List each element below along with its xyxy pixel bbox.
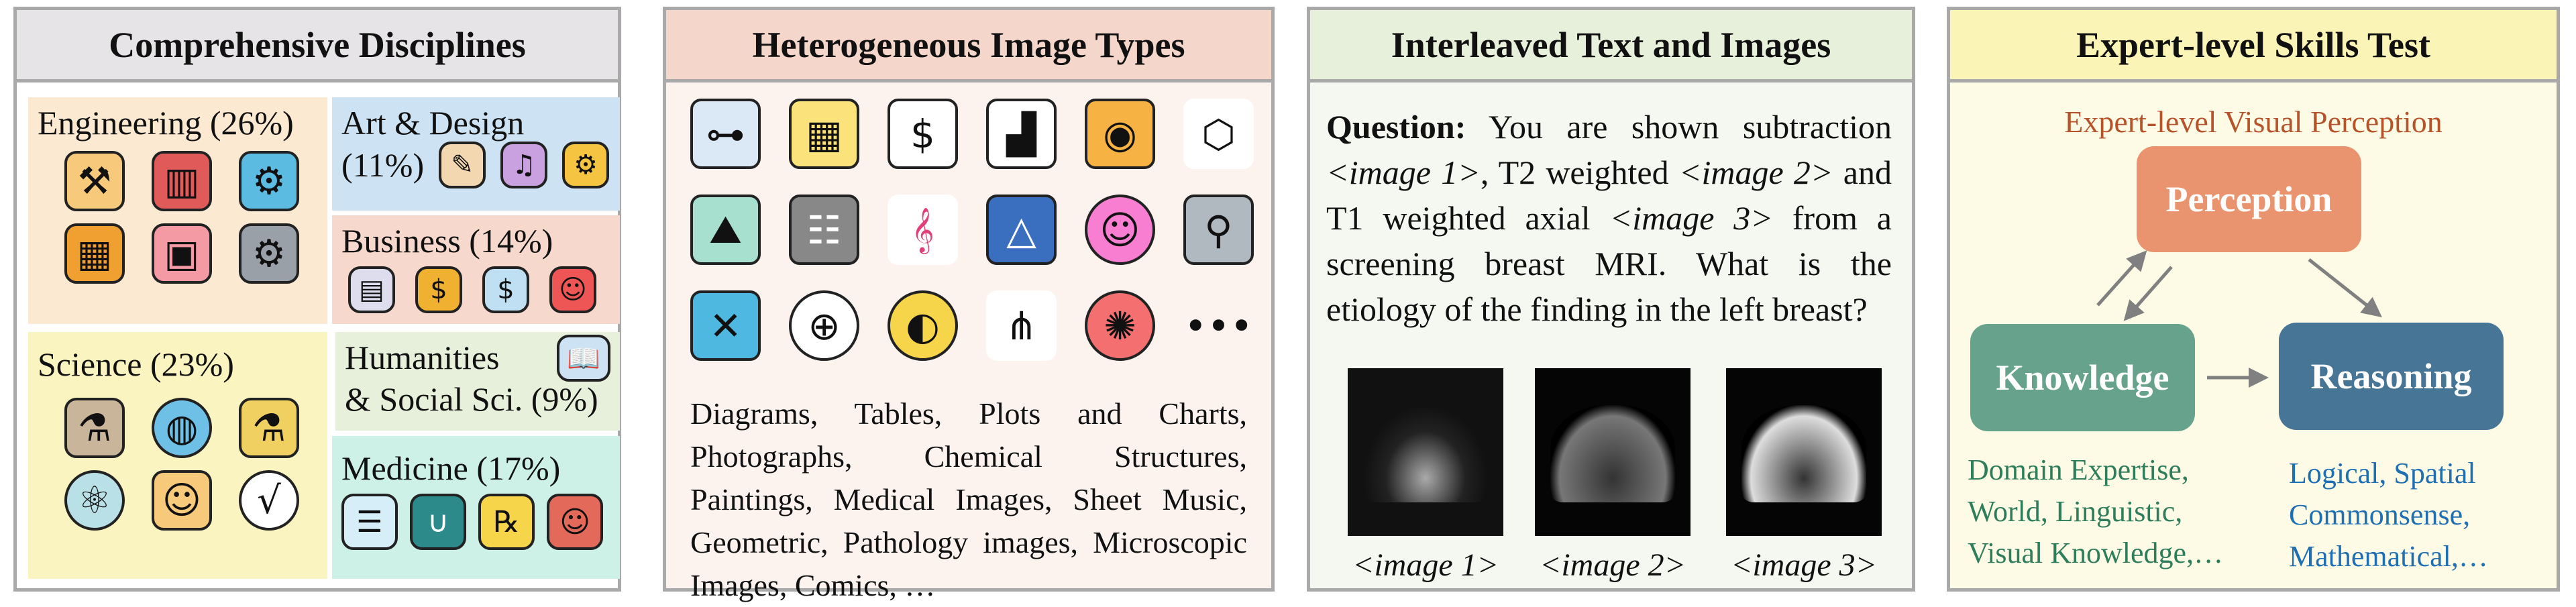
desc-line: Visual Knowledge,… [1968,537,2224,569]
network-globe-icon: ⊕ [789,290,859,361]
image-types-panel: Heterogeneous Image Types ⊶ ▦ $ ▟ ◉ ⬡ ⛰ … [663,7,1275,602]
image-caption: <image 2> [1539,547,1686,583]
farmer-icon: ⚒ [64,151,125,211]
factory-icon: ▥ [152,151,212,211]
sheet-music-icon: 𝄞 [888,195,958,265]
interleaved-panel: Interleaved Text and Images Question: Yo… [1307,7,1915,592]
computer-gear-icon: ⚙ [239,151,299,211]
skill-arrows [2096,250,2382,388]
music-notes-icon: ♫ [500,142,548,188]
perception-box: Perception [2137,146,2361,252]
knowledge-box: Knowledge [1970,324,2195,431]
region-label: Medicine (17%) [341,449,561,487]
region-art-design: Art & Design (11%) ✎ ♫ ⚙ [332,97,620,211]
map-icon: ✕ [690,290,761,361]
city-engineer-icon: ▦ [64,223,125,284]
ribcage-icon: ☰ [341,494,398,550]
region-engineering: Engineering (26%) ⚒ ▥ ⚙ ▦ ▣ ⚙ [28,97,327,324]
region-label: Business (14%) [341,222,553,260]
question-label: Question: [1326,108,1466,146]
region-label: Humanities [345,339,500,376]
reasoning-description: Logical, Spatial Commonsense, Mathematic… [2289,453,2488,577]
chip-icon: ▣ [152,223,212,284]
desc-line: Logical, Spatial [2289,457,2476,490]
molecule-icon: ✺ [1085,290,1155,361]
xray-icon: ☷ [789,195,859,265]
image-types-description: Diagrams, Tables, Plots and Charts, Phot… [690,396,1247,602]
image-ref: <image 1> [1326,154,1481,191]
skills-panel: Expert-level Skills Test Expert-level Vi… [1947,7,2560,592]
open-book-icon: 📖 [557,335,610,382]
camera-icon: ◉ [1085,99,1155,169]
panel-title: Expert-level Skills Test [1950,10,2557,82]
panel-title: Comprehensive Disciplines [17,10,618,82]
atom-icon: ⚛ [64,470,125,531]
region-medicine: Medicine (17%) ☰ ∪ ℞ ☺ [332,436,620,579]
tree-diagram-icon: ⋔ [986,290,1057,361]
image-caption: <image 1> [1352,547,1499,583]
question-segment: and T1 weighted axial [1326,154,1892,237]
venn-diagram-icon: ◐ [888,290,958,361]
mri-image-3 [1726,368,1882,536]
image-caption: <image 3> [1730,547,1878,583]
arrow-knowledge-to-perception [2096,250,2147,307]
geometry-icon: △ [986,195,1057,265]
globe-search-icon: ◍ [152,398,212,458]
desc-line: Mathematical,… [2289,540,2488,573]
flowchart-icon: ⊶ [690,99,761,169]
gear-pencil-icon: ⚙ [562,142,610,188]
desc-line: Commonsense, [2289,498,2471,531]
mri-image-1 [1348,368,1503,536]
microscope-plant-icon: ⚗ [64,398,125,458]
region-label: Engineering (26%) [38,104,294,142]
arrow-perception-to-knowledge [2123,266,2173,321]
money-chart-icon: $ [415,266,462,313]
desc-line: Domain Expertise, [1968,453,2189,486]
mri-image-2 [1535,368,1690,536]
question-text: Question: You are shown subtraction <ima… [1326,104,1892,332]
question-segment: from a screening breast MRI. What is the… [1326,199,1892,328]
microbe-icon: ☺ [1085,195,1155,265]
arrow-perception-to-reasoning [2308,258,2382,318]
skills-subtitle: Expert-level Visual Perception [2064,105,2443,139]
patients-group-icon: ☺ [547,494,603,550]
region-label: & Social Sci. (9%) [345,380,598,418]
region-science: Science (23%) ⚗ ◍ ⚗ ⚛ ☺ √ [28,332,327,579]
medicine-jar-icon: ℞ [478,494,535,550]
table-icon: ▦ [789,99,859,169]
finance-network-icon: ☺ [549,266,596,313]
region-percent: (11%) [341,146,425,184]
emotions-head-icon: ☺ [152,470,212,531]
flasks-icon: ⚗ [239,398,299,458]
desc-line: World, Linguistic, [1968,495,2183,528]
region-label: Art & Design [341,104,525,142]
region-humanities: Humanities & Social Sci. (9%) 📖 [335,332,620,431]
stethoscope-icon: ∪ [410,494,466,550]
math-board-icon: √ [239,470,299,531]
image-type-icon-grid: ⊶ ▦ $ ▟ ◉ ⬡ ⛰ ☷ 𝄞 △ ☺ ⚲ ✕ ⊕ ◐ ⋔ ✺ ••• [690,99,1254,361]
palette-icon: ✎ [439,142,486,188]
region-business: Business (14%) ▤ $ $ ☺ [332,215,620,324]
image-ref: <image 2> [1678,154,1833,191]
money-bag-icon: $ [482,266,529,313]
region-label: Science (23%) [38,345,234,383]
disciplines-panel: Comprehensive Disciplines Engineering (2… [13,7,621,592]
calculator-report-icon: ▤ [348,266,395,313]
question-segment: , T2 weighted [1480,154,1679,191]
question-segment: You are shown subtraction [1466,108,1892,146]
image-ref: <image 3> [1609,199,1773,237]
gears-icon: ⚙ [239,223,299,284]
painting-easel-icon: ⛰ [690,195,761,265]
panel-title: Heterogeneous Image Types [666,10,1271,82]
report-chart-icon: $ [888,99,958,169]
chemical-structure-icon: ⬡ [1183,99,1254,169]
knowledge-description: Domain Expertise, World, Linguistic, Vis… [1968,449,2223,574]
microscope-icon: ⚲ [1183,195,1254,265]
line-bar-chart-icon: ▟ [986,99,1057,169]
reasoning-box: Reasoning [2279,323,2504,430]
more-icon: ••• [1184,302,1253,349]
panel-title: Interleaved Text and Images [1310,10,1912,82]
